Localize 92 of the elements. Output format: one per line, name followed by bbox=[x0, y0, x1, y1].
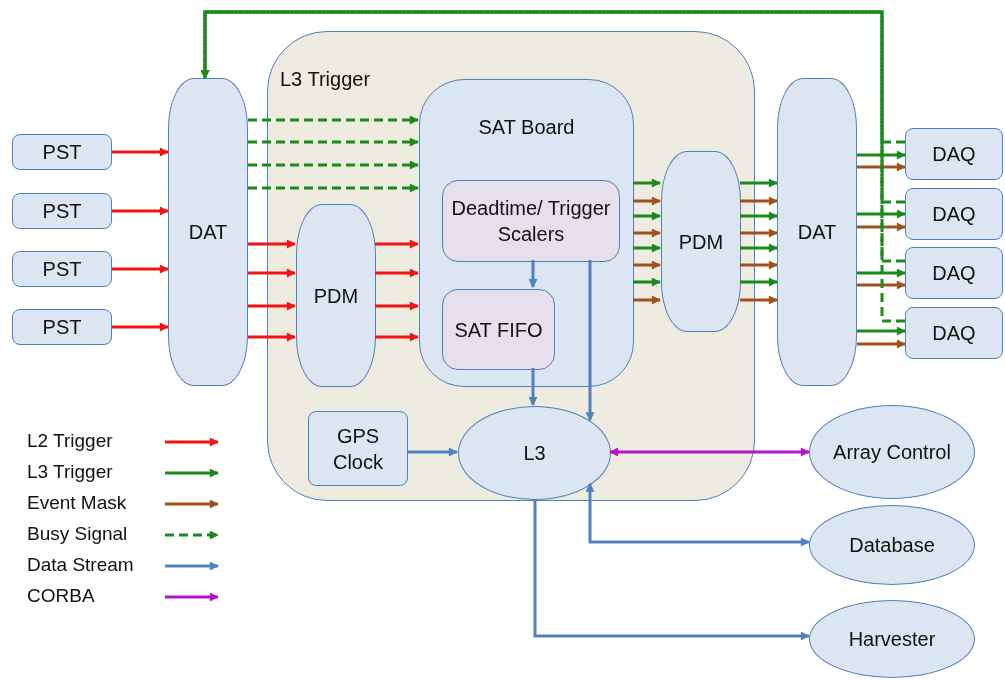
arrow bbox=[248, 268, 296, 278]
module-box bbox=[296, 204, 376, 387]
arrow bbox=[528, 368, 538, 406]
node-label: DAQ bbox=[932, 202, 976, 227]
dashed-arrow bbox=[248, 183, 419, 193]
component-box bbox=[442, 180, 620, 262]
arrow bbox=[740, 277, 778, 287]
arrow bbox=[112, 147, 169, 157]
process-box bbox=[905, 128, 1003, 180]
arrow bbox=[633, 228, 661, 238]
arrow bbox=[407, 447, 458, 457]
arrow bbox=[375, 332, 419, 342]
arrow bbox=[740, 260, 778, 270]
node-label: PDM bbox=[313, 283, 359, 309]
arrow bbox=[740, 228, 778, 238]
process-box bbox=[905, 307, 1003, 359]
node-label: SAT FIFO bbox=[454, 317, 543, 343]
legend-label: Data Stream bbox=[27, 554, 134, 576]
legend-label: Busy Signal bbox=[27, 523, 128, 545]
arrow bbox=[112, 264, 169, 274]
arrow bbox=[375, 268, 419, 278]
legend-label: L2 Trigger bbox=[27, 430, 113, 452]
arrow bbox=[585, 482, 810, 547]
arrow bbox=[633, 211, 661, 221]
dashed-arrow bbox=[200, 10, 905, 323]
component-box bbox=[442, 289, 555, 370]
container-panel bbox=[267, 31, 755, 501]
arrow bbox=[248, 332, 296, 342]
arrow bbox=[740, 196, 778, 206]
node-label: PST bbox=[42, 315, 82, 340]
arrow bbox=[857, 162, 906, 172]
process-box bbox=[905, 188, 1003, 240]
arrow bbox=[857, 280, 906, 290]
module-box bbox=[661, 151, 741, 332]
arrow bbox=[857, 268, 906, 278]
node-label: L3 Trigger bbox=[280, 67, 371, 92]
dashed-arrow bbox=[248, 137, 419, 147]
arrow bbox=[609, 447, 810, 457]
arrow bbox=[857, 339, 906, 349]
node-label: PDM bbox=[678, 229, 724, 255]
node-label: Deadtime/ Trigger Scalers bbox=[450, 196, 612, 247]
process-box bbox=[12, 251, 112, 287]
process-box bbox=[12, 309, 112, 345]
arrow bbox=[248, 301, 296, 311]
node-label: Array Control bbox=[833, 440, 951, 465]
arrow bbox=[633, 243, 661, 253]
arrow bbox=[112, 206, 169, 216]
dashed-arrow bbox=[248, 115, 419, 125]
legend-label: CORBA bbox=[27, 585, 95, 607]
arrow bbox=[375, 239, 419, 249]
arrow bbox=[533, 499, 810, 641]
arrow bbox=[633, 260, 661, 270]
node-label: PST bbox=[42, 140, 82, 165]
arrow bbox=[857, 150, 906, 160]
arrow bbox=[857, 326, 906, 336]
node-label: Harvester bbox=[848, 627, 936, 652]
arrow bbox=[857, 222, 906, 232]
board-box bbox=[419, 79, 634, 387]
arrow bbox=[740, 178, 778, 188]
process-box bbox=[12, 134, 112, 170]
process-box bbox=[12, 193, 112, 229]
arrow bbox=[857, 209, 906, 219]
arrow bbox=[528, 260, 538, 288]
node-label: PST bbox=[42, 257, 82, 282]
node-label: Database bbox=[849, 533, 935, 558]
module-box bbox=[777, 78, 857, 386]
node-label: L3 bbox=[523, 441, 546, 466]
node-label: SAT Board bbox=[478, 115, 575, 140]
legend-label: L3 Trigger bbox=[27, 461, 113, 483]
node-label: DAT bbox=[797, 220, 837, 245]
arrow bbox=[633, 178, 661, 188]
arrow bbox=[740, 295, 778, 305]
process-box bbox=[308, 411, 408, 486]
arrow bbox=[375, 301, 419, 311]
arrow bbox=[740, 211, 778, 221]
legend-label: Event Mask bbox=[27, 492, 127, 514]
arrow bbox=[633, 277, 661, 287]
arrow bbox=[633, 295, 661, 305]
arrow bbox=[740, 243, 778, 253]
arrow bbox=[248, 239, 296, 249]
node-label: DAQ bbox=[932, 142, 976, 167]
node-label: GPS Clock bbox=[332, 423, 384, 475]
arrow bbox=[633, 196, 661, 206]
node-label: DAQ bbox=[932, 261, 976, 286]
arrow bbox=[112, 322, 169, 332]
node-label: PST bbox=[42, 199, 82, 224]
node-label: DAQ bbox=[932, 321, 976, 346]
process-box bbox=[905, 247, 1003, 299]
arrow bbox=[585, 260, 595, 422]
module-box bbox=[168, 78, 248, 386]
node-label: DAT bbox=[188, 220, 228, 245]
dashed-arrow bbox=[248, 160, 419, 170]
